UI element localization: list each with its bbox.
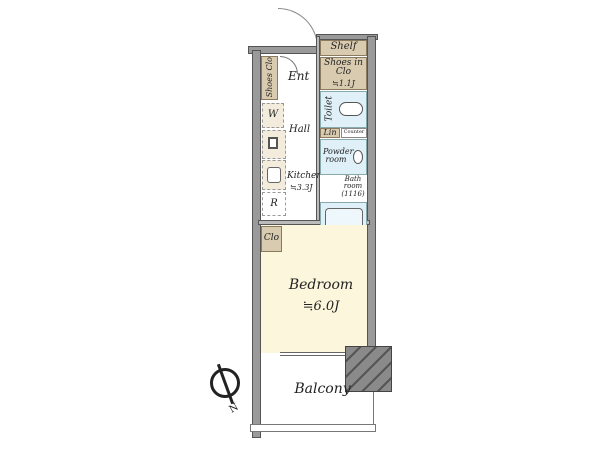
powder-room-label: Powder room [323, 147, 354, 165]
door-swing [280, 56, 298, 74]
toilet-icon [339, 102, 363, 116]
left-wall [252, 50, 261, 438]
bath-room: Bath room (1116) [320, 175, 367, 201]
washer-space: W [262, 103, 284, 128]
shoes-clo-label: Shoes Clo [264, 57, 274, 98]
counter-label: Counter [343, 129, 365, 135]
refrigerator-space: R [262, 192, 286, 216]
shoes-in-clo-label: Shoes in Clo [324, 58, 363, 78]
powder-room: Powder room [320, 139, 367, 175]
clo-label: Clo [263, 233, 280, 243]
balcony-railing [250, 424, 376, 432]
balcony-side-wall [373, 392, 376, 426]
closet: Clo [261, 226, 282, 252]
bedroom-label: Bedroom [288, 277, 354, 293]
shoes-closet: Shoes Clo [261, 56, 278, 100]
w-label: W [267, 109, 279, 120]
hall-label: Hall [289, 124, 311, 135]
shelf-label: Shelf [330, 41, 357, 52]
shelf: Shelf [320, 40, 367, 56]
shoes-in-clo-area: ≒1.1J [332, 79, 355, 88]
kitchen-label: Kitchen [287, 171, 323, 181]
stove [262, 130, 286, 159]
compass-north-label: N [227, 401, 241, 416]
counter: Counter [341, 128, 367, 138]
entrance-door-swing [278, 8, 318, 48]
bedroom-top-wall [258, 220, 370, 225]
compass-icon [210, 363, 240, 405]
toilet-label: Toilet [324, 96, 335, 122]
lin-label: Lin [323, 128, 337, 137]
hatched-column [345, 346, 392, 392]
balcony-label: Balcony [294, 381, 351, 397]
bath-room-label: Bath room (1116) [341, 175, 365, 198]
kitchen-area: ≒3.3J [290, 183, 313, 192]
r-label: R [270, 198, 278, 209]
washbasin-icon [353, 150, 363, 164]
linen-closet: Lin [320, 128, 340, 138]
sink [262, 160, 286, 190]
bedroom-area: ≒6.0J [302, 299, 340, 314]
balcony-window [280, 352, 346, 356]
right-wall [367, 36, 376, 348]
toilet-room: Toilet [320, 91, 367, 128]
shoes-in-closet: Shoes in Clo ≒1.1J [320, 57, 367, 90]
